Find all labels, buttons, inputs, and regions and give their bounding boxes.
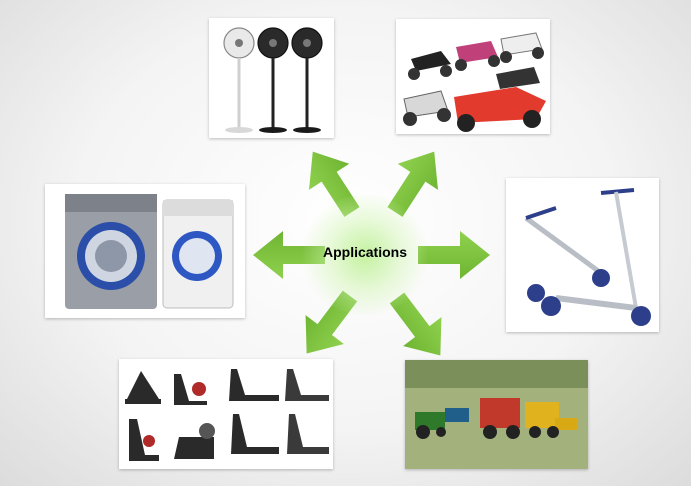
center-glow [300, 195, 430, 315]
scooter-icon [500, 32, 544, 63]
washing-machine-icon [65, 194, 157, 309]
elliptical-icon [125, 371, 161, 404]
fitness-equipment-image [119, 359, 333, 469]
fan-icon [257, 27, 289, 133]
scooter-icon [455, 41, 500, 71]
treadmill-icon [287, 414, 329, 454]
treadmill-icon [285, 369, 329, 401]
kick-scooter-icon [524, 206, 610, 302]
scooter-icon [454, 87, 546, 132]
fans-image [209, 18, 334, 138]
fan-icon [291, 27, 323, 133]
harvester-icon [480, 398, 520, 439]
treadmill-icon [229, 369, 279, 401]
scooter-icon [408, 51, 452, 80]
harvester-icon [525, 402, 577, 438]
kick-scooter-icon [541, 188, 651, 326]
center-label: Applications [322, 244, 407, 260]
scooters-image [396, 19, 550, 134]
washing-machines-image [45, 184, 245, 318]
washing-machine-icon [162, 199, 234, 309]
treadmill-icon [231, 414, 279, 454]
recumbent-bike-icon [174, 423, 215, 459]
exercise-bike-icon [174, 374, 207, 405]
kick-scooters-image [506, 178, 659, 332]
exercise-bike-icon [129, 419, 159, 461]
farm-machinery-image [405, 360, 588, 469]
scooter-icon [403, 90, 451, 126]
fan-icon [223, 27, 255, 133]
tractor-icon [415, 408, 469, 439]
scooter-icon [496, 67, 540, 89]
